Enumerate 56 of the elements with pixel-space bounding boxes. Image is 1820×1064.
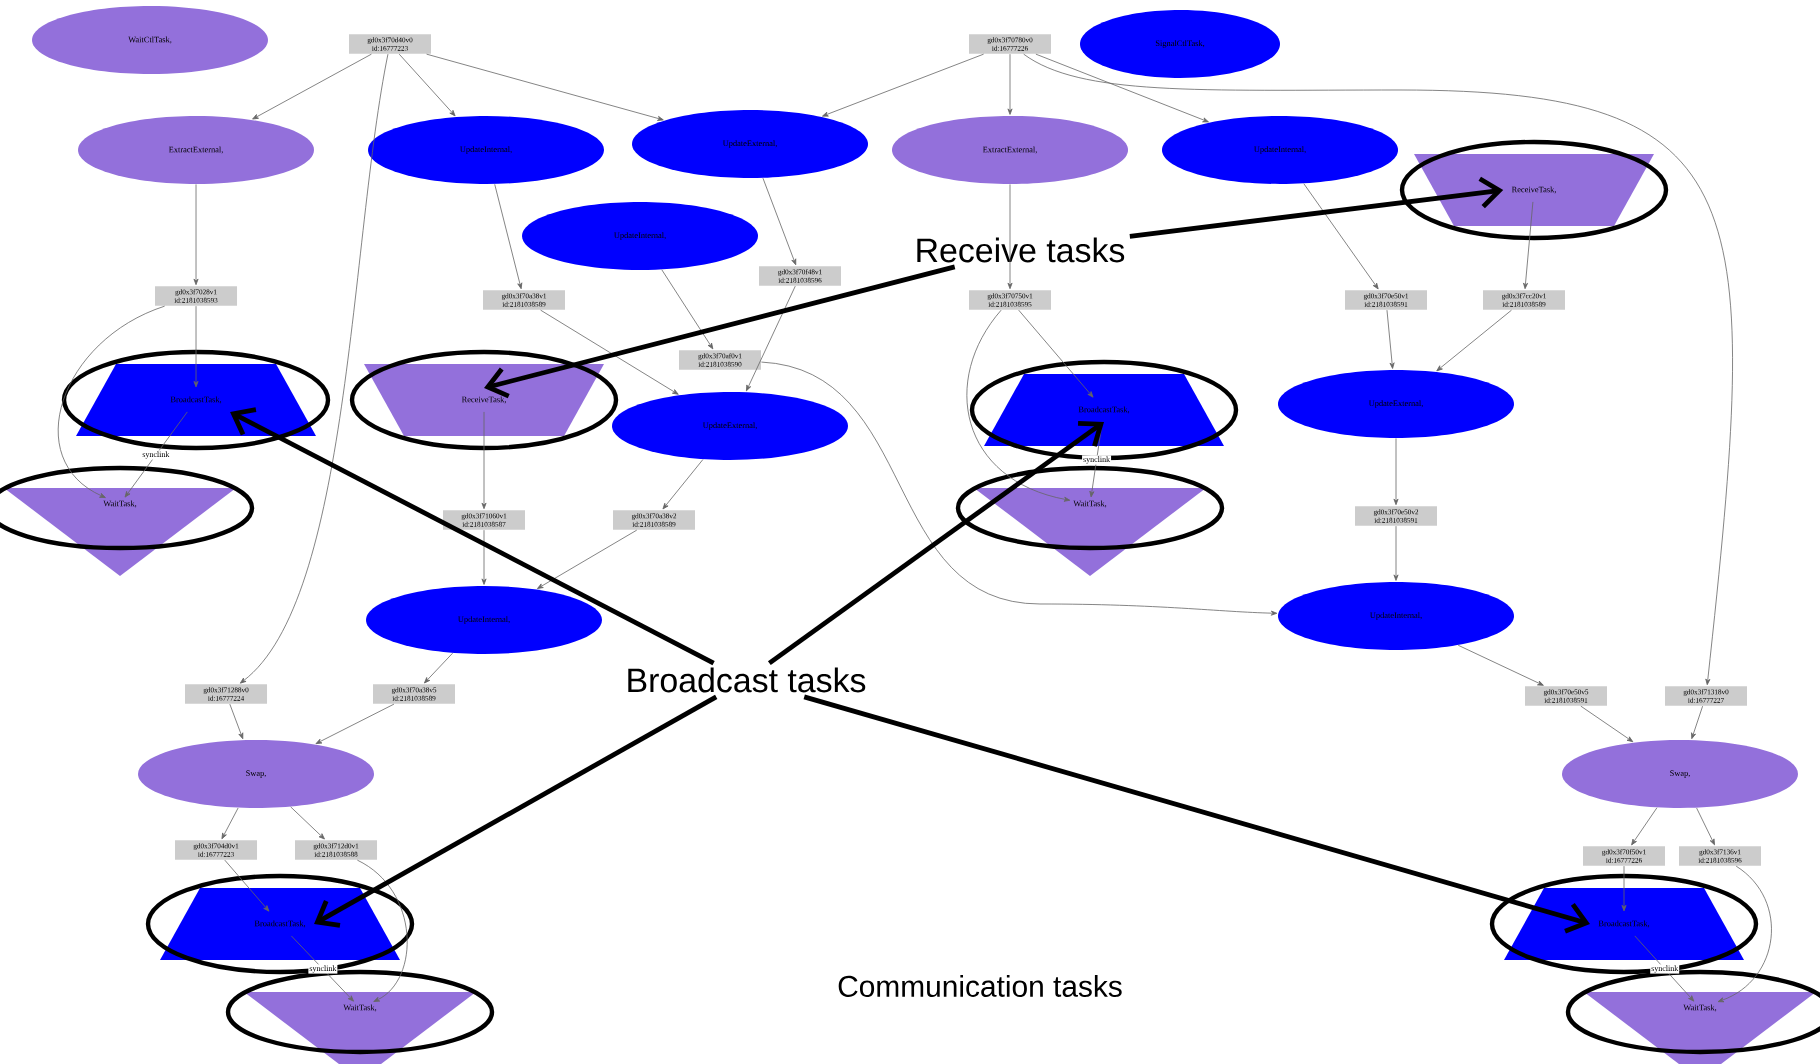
arrow [494, 183, 523, 290]
arrow [481, 411, 487, 510]
arrow [356, 859, 408, 1002]
arrow [252, 53, 372, 120]
arrow [1696, 807, 1715, 846]
annotation-arrow [484, 264, 956, 399]
arrow [1717, 865, 1772, 1003]
arrow [221, 807, 239, 840]
arrow [1436, 309, 1512, 372]
arrow [966, 309, 1071, 502]
arrow [1393, 438, 1399, 506]
arrow [193, 305, 199, 388]
arrow [1018, 309, 1094, 398]
arrow [1580, 705, 1634, 743]
annotation-arrow [230, 407, 715, 666]
arrow [58, 305, 166, 498]
annotation-text: Broadcast tasks [628, 667, 866, 693]
arrow [661, 269, 714, 350]
arrow [822, 53, 984, 117]
annotation-text: Receive tasks [917, 237, 1125, 263]
arrow [1457, 644, 1544, 686]
arrow [315, 703, 395, 745]
arrow [481, 529, 487, 585]
arrow [124, 411, 188, 498]
arrow [229, 703, 244, 740]
annotation-arrow [803, 694, 1590, 934]
annotation-text: Communication tasks [838, 975, 1122, 997]
arrow [761, 361, 1278, 616]
arrow [762, 177, 797, 266]
arrow [540, 309, 679, 395]
arrow [1035, 53, 1209, 123]
annotation-arrow [767, 421, 1104, 666]
arrow [1631, 807, 1658, 846]
arrow [426, 53, 664, 121]
annotation-arrow [314, 694, 718, 928]
arrow [1386, 309, 1395, 369]
annotation-arrow [1129, 176, 1504, 239]
arrow [1634, 935, 1695, 1002]
arrow [290, 806, 325, 840]
arrow [1691, 705, 1703, 740]
arrow [424, 652, 454, 684]
arrow [1393, 525, 1399, 581]
arrow [1621, 865, 1627, 912]
arrow [662, 459, 704, 510]
arrow [746, 285, 796, 392]
arrow [193, 184, 199, 286]
arrow [291, 935, 354, 1002]
arrow [1007, 53, 1013, 115]
arrow [537, 529, 638, 589]
arrow [239, 53, 389, 684]
arrow [224, 859, 270, 912]
arrow [1523, 201, 1534, 290]
arrow [398, 53, 456, 117]
arrow [1023, 53, 1733, 686]
arrow [1303, 183, 1379, 290]
arrow [1007, 184, 1013, 290]
